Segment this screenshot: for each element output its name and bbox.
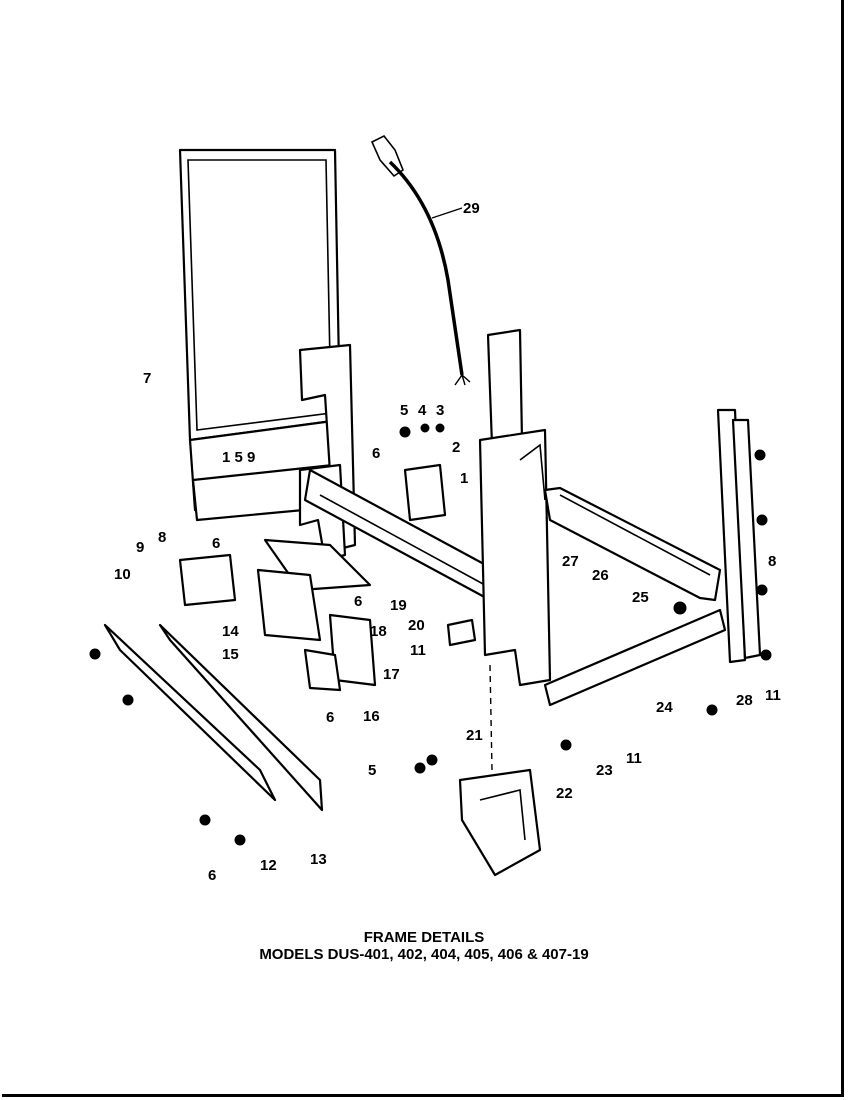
callout-26: 26 <box>592 567 609 584</box>
callout-11: 11 <box>410 642 426 659</box>
upper-rail-26 <box>543 486 722 602</box>
caption-models: MODELS DUS-401, 402, 404, 405, 406 & 407… <box>259 946 589 963</box>
callout-22: 22 <box>556 785 573 802</box>
callout-8: 8 <box>158 529 166 546</box>
callout-13: 13 <box>310 851 327 868</box>
callout-21: 21 <box>466 727 483 744</box>
callout-23: 23 <box>596 762 613 779</box>
caption-title: FRAME DETAILS <box>363 929 485 946</box>
callout-28: 28 <box>736 692 753 709</box>
callout-4: 4 <box>418 402 427 419</box>
callout-6: 6 <box>354 593 362 610</box>
callout-5: 5 <box>400 402 408 419</box>
callout-19: 19 <box>390 597 407 614</box>
callout-6: 6 <box>326 709 334 726</box>
small-components <box>89 423 772 846</box>
callout-27: 27 <box>562 553 579 570</box>
callout-6: 6 <box>372 445 380 462</box>
callout-8: 8 <box>768 553 776 570</box>
callout-6: 6 <box>212 535 220 552</box>
lower-rail-24 <box>543 608 727 707</box>
callout-6: 6 <box>208 867 216 884</box>
right-frame-27 <box>478 328 552 687</box>
callout-15: 15 <box>222 646 239 663</box>
power-cord-29 <box>370 134 471 386</box>
leg-assembly-21 <box>458 664 542 877</box>
rear-strips-28 <box>716 408 762 664</box>
callout-20: 20 <box>408 617 425 634</box>
callout-16: 16 <box>363 708 380 725</box>
callout-11: 11 <box>626 750 642 767</box>
panel-markings: 1 5 9 <box>222 449 255 466</box>
callout-17: 17 <box>383 666 400 683</box>
callout-3: 3 <box>436 402 444 419</box>
callout-18: 18 <box>370 623 387 640</box>
callout-5: 5 <box>368 762 376 779</box>
callout-10: 10 <box>114 566 131 583</box>
callout-29: 29 <box>463 200 480 217</box>
callout-2: 2 <box>452 439 460 456</box>
callout-7: 7 <box>143 370 151 387</box>
callout-14: 14 <box>222 623 239 640</box>
callout-11: 11 <box>765 687 781 704</box>
callout-9: 9 <box>136 539 144 556</box>
callout-25: 25 <box>632 589 649 606</box>
callout-1: 1 <box>460 470 468 487</box>
side-rails-12-13 <box>103 623 324 812</box>
callout-24: 24 <box>656 699 673 716</box>
callout-12: 12 <box>260 857 277 874</box>
